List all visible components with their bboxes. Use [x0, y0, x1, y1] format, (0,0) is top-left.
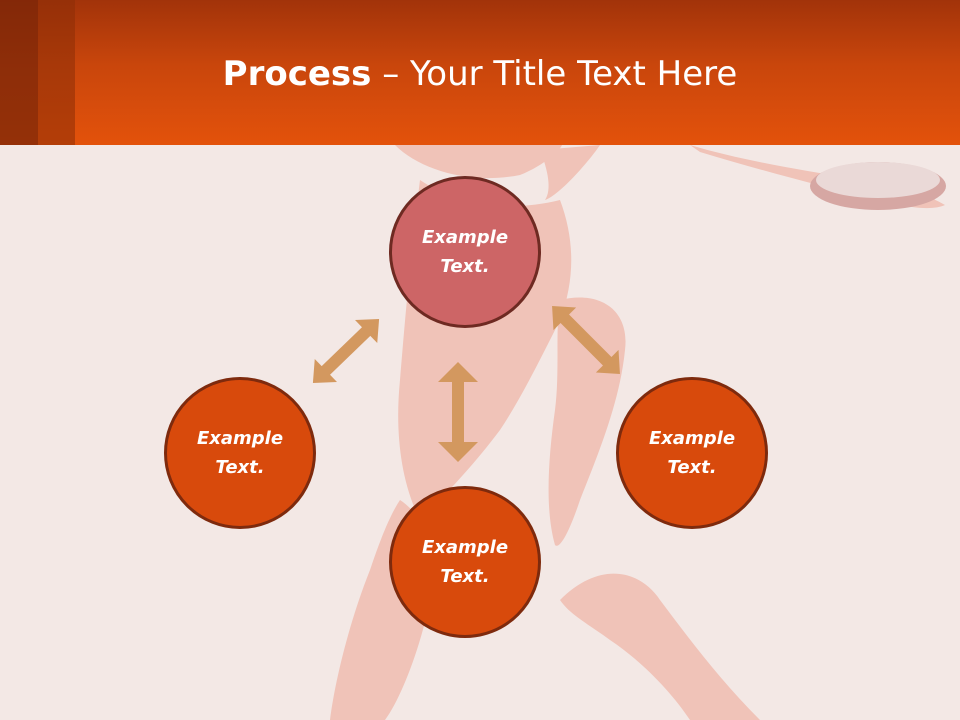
node-text: Example Text.: [421, 537, 509, 587]
node-text: Example Text.: [648, 428, 736, 478]
node-text: Example Text.: [196, 428, 284, 478]
process-node-right: Example Text.: [616, 377, 768, 529]
title-bar: Process – Your Title Text Here: [0, 0, 960, 145]
slide-title: Process – Your Title Text Here: [0, 52, 960, 96]
decor-strip: [0, 0, 38, 145]
title-dash: –: [371, 54, 411, 94]
process-node-top: Example Text.: [389, 176, 541, 328]
node-text: Example Text.: [421, 227, 509, 277]
process-node-left: Example Text.: [164, 377, 316, 529]
title-rest: Your Title Text Here: [410, 54, 738, 94]
decor-strip: [38, 0, 75, 145]
title-bold: Process: [222, 54, 372, 94]
process-node-bottom: Example Text.: [389, 486, 541, 638]
